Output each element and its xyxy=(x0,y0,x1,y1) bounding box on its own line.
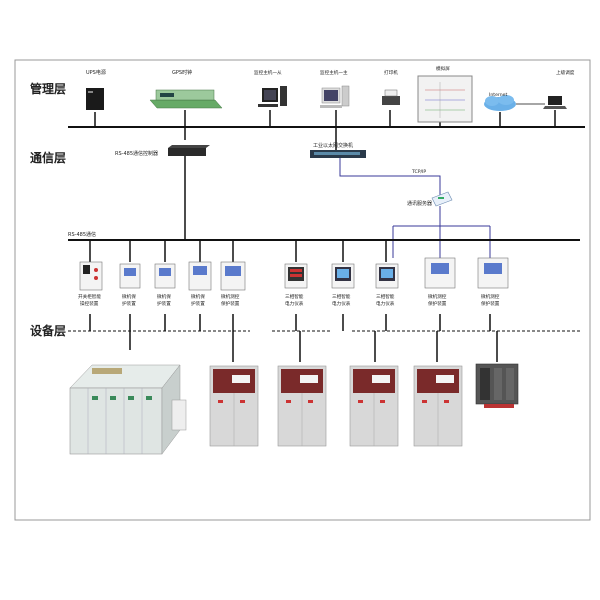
management-drops xyxy=(94,110,556,150)
rs485-controller-icon xyxy=(168,145,210,156)
monitor1-label: 监控主机一从 xyxy=(254,69,282,76)
bay-device-icons xyxy=(79,257,509,291)
monitor2-label: 监控主机一主 xyxy=(320,69,348,76)
gps-label: GPS时钟 xyxy=(172,69,192,76)
cabinet-icon xyxy=(413,365,463,447)
rs485-bus-label: RS-485通信 xyxy=(68,231,96,238)
simscreen-label: 模拟屏 xyxy=(436,65,450,72)
comm-server-icon xyxy=(431,191,453,207)
diagram-frame xyxy=(14,59,591,521)
bay-label: 电力仪表 xyxy=(376,300,395,307)
internet-cloud-icon xyxy=(484,95,516,111)
bay-label: 微机测控 xyxy=(221,293,240,300)
tcpip-label: TCP/IP xyxy=(411,169,426,175)
bay-label: 电力仪表 xyxy=(332,300,351,307)
bay-label: 保护装置 xyxy=(428,300,447,307)
laptop-icon xyxy=(543,96,567,109)
device-ticks xyxy=(89,314,491,331)
layer-label-management: 管理层 xyxy=(30,81,66,96)
printer-label: 打印机 xyxy=(384,69,398,76)
monitor-host-icon xyxy=(258,86,287,107)
bay-label: 微机测控 xyxy=(481,293,500,300)
bay-label: 微机保 xyxy=(157,293,171,300)
printer-icon xyxy=(382,89,400,105)
bay-label: 微机测控 xyxy=(428,293,447,300)
bay-label: 电力仪表 xyxy=(285,300,304,307)
equipment-drops xyxy=(129,314,498,362)
bay-label: 操控装置 xyxy=(80,300,99,307)
ups-label: UPS电源 xyxy=(86,69,106,76)
bay-label: 三相智能 xyxy=(332,293,351,300)
bay-drops xyxy=(89,240,387,262)
cabinet-icon xyxy=(209,365,259,447)
bay-device-labels: 开关柜智能 操控装置 微机保 护装置 微机保 护装置 微机保 护装置 微机测控 … xyxy=(78,293,500,307)
circuit-breaker-icon xyxy=(475,363,519,408)
layer-label-device: 设备层 xyxy=(30,323,66,338)
comm-server-label: 通讯服务器 xyxy=(407,200,432,207)
comm-server-branches xyxy=(392,206,491,258)
ups-icon xyxy=(86,88,104,110)
internet-label: Internet xyxy=(489,92,507,98)
bay-label: 护装置 xyxy=(191,300,205,307)
bay-label: 护装置 xyxy=(157,300,171,307)
rs485-controller-label: RS-485通信控制器 xyxy=(115,150,158,157)
bay-label: 开关柜智能 xyxy=(78,293,101,300)
ethernet-switch-label: 工业以太网交换机 xyxy=(313,142,353,149)
cabinet-icon xyxy=(349,365,399,447)
layer-label-communication: 通信层 xyxy=(30,150,66,165)
bay-label: 保护装置 xyxy=(221,300,240,307)
simulation-screen-icon xyxy=(417,75,473,123)
bay-label: 三相智能 xyxy=(285,293,304,300)
ethernet-switch-icon xyxy=(310,150,366,158)
gps-clock-icon xyxy=(149,89,223,109)
tcpip-link xyxy=(339,158,441,196)
switchgear-assembly-icon xyxy=(69,364,187,455)
monitor-host-icon xyxy=(320,85,350,108)
cabinet-icon xyxy=(277,365,327,447)
remote-label: 上级调度 xyxy=(556,69,575,76)
bay-label: 微机保 xyxy=(122,293,136,300)
bay-label: 护装置 xyxy=(122,300,136,307)
bay-label: 保护装置 xyxy=(481,300,500,307)
bay-label: 微机保 xyxy=(191,293,205,300)
bay-label: 三相智能 xyxy=(376,293,395,300)
